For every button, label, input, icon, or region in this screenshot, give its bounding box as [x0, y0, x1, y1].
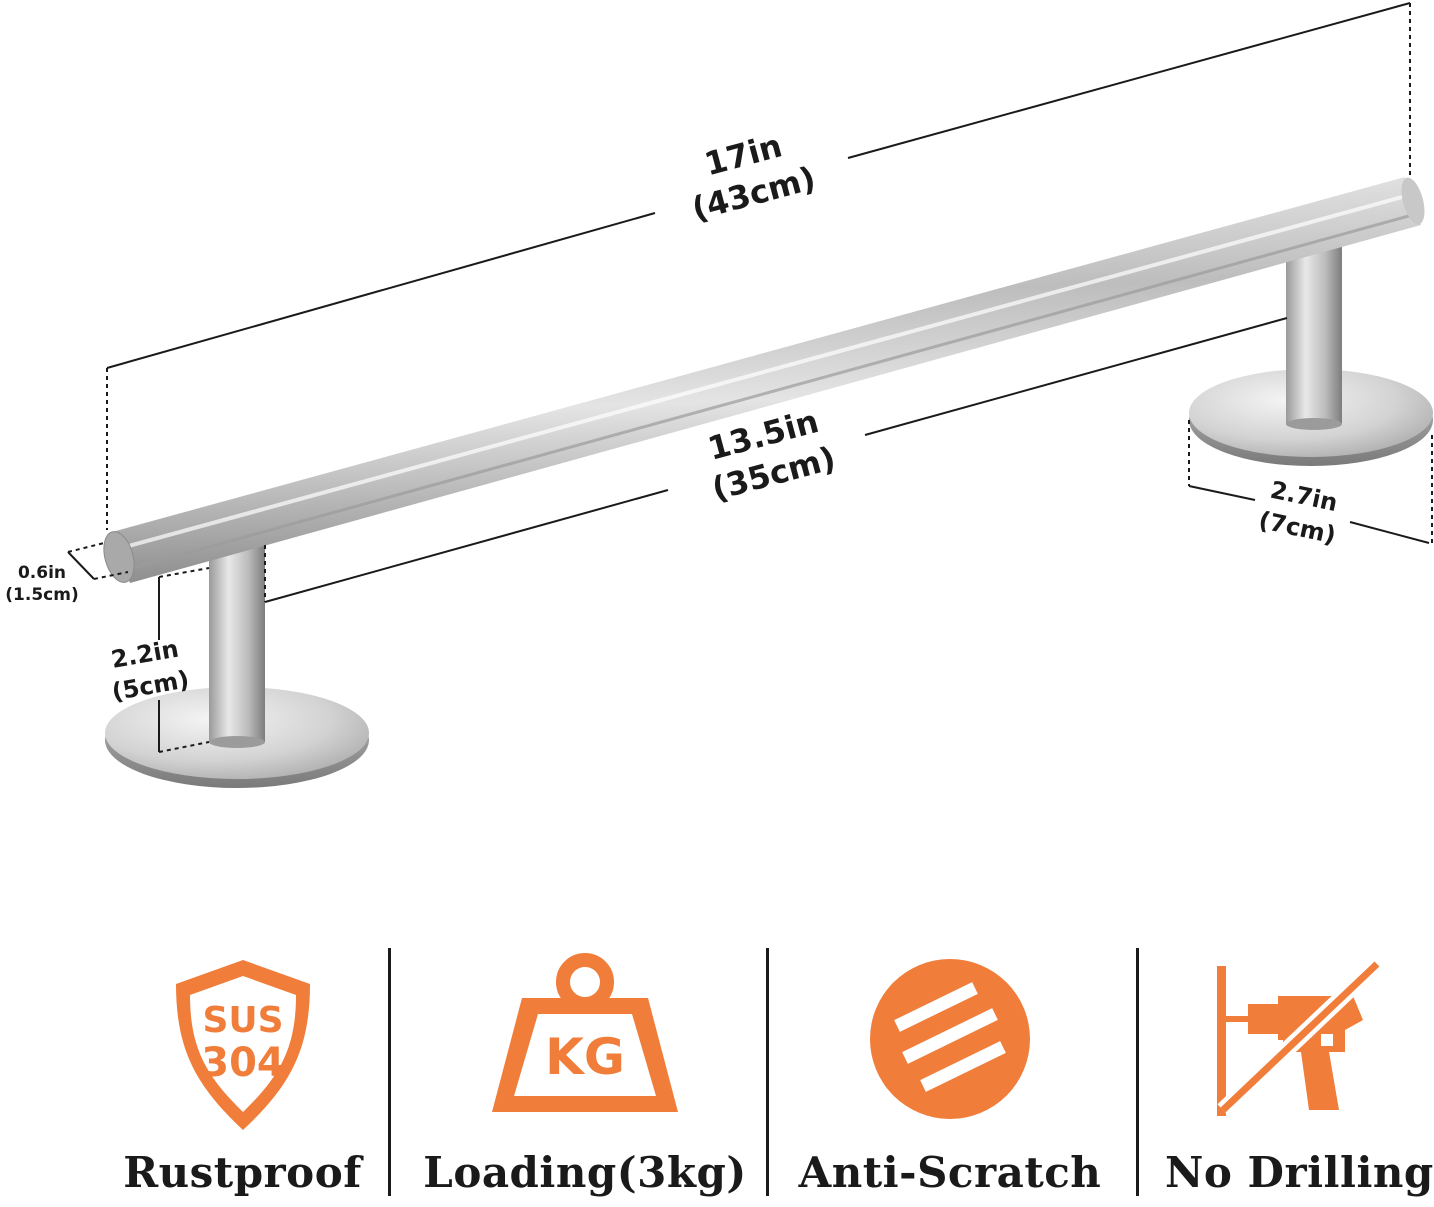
- divider: [766, 948, 769, 1196]
- left-post: [209, 545, 265, 748]
- anti-scratch-icon: [870, 959, 1030, 1119]
- svg-text:KG: KG: [545, 1028, 625, 1086]
- feature-label-anti-scratch: Anti-Scratch: [798, 1148, 1102, 1197]
- right-post: [1286, 240, 1342, 430]
- feature-loading: KG Loading(3kg): [420, 930, 750, 1207]
- svg-text:0.6in: 0.6in: [18, 563, 66, 583]
- feature-rustproof: SUS 304 Rustproof: [110, 930, 375, 1207]
- towel-bar-rod: [103, 177, 1425, 583]
- feature-label-rustproof: Rustproof: [123, 1148, 362, 1197]
- feature-label-no-drilling: No Drilling: [1165, 1148, 1434, 1197]
- weight-kg-icon: KG: [492, 953, 678, 1112]
- dimension-lines: [67, 2, 1433, 753]
- feature-row: SUS 304 Rustproof KG Loading(3kg) Anti-S…: [0, 930, 1434, 1207]
- dim-label-bar-diameter: 0.6in (1.5cm): [5, 563, 78, 605]
- no-drill-icon: [1216, 960, 1383, 1116]
- svg-text:(1.5cm): (1.5cm): [5, 585, 78, 605]
- sus304-shield-icon: SUS 304: [175, 960, 310, 1130]
- divider: [1136, 948, 1139, 1196]
- svg-text:SUS: SUS: [202, 1000, 283, 1041]
- feature-anti-scratch: Anti-Scratch: [795, 930, 1105, 1207]
- dim-label-base-diameter: 2.7in (7cm): [1256, 476, 1340, 550]
- towel-bar-illustration: 17in (43cm) 13.5in (35cm) 0.6in (1.5cm) …: [5, 2, 1433, 788]
- divider: [388, 948, 391, 1196]
- dim-label-total-length: 17in (43cm): [688, 126, 820, 228]
- feature-no-drilling: No Drilling: [1165, 930, 1434, 1207]
- feature-label-loading: Loading(3kg): [423, 1148, 747, 1197]
- svg-text:304: 304: [201, 1040, 285, 1086]
